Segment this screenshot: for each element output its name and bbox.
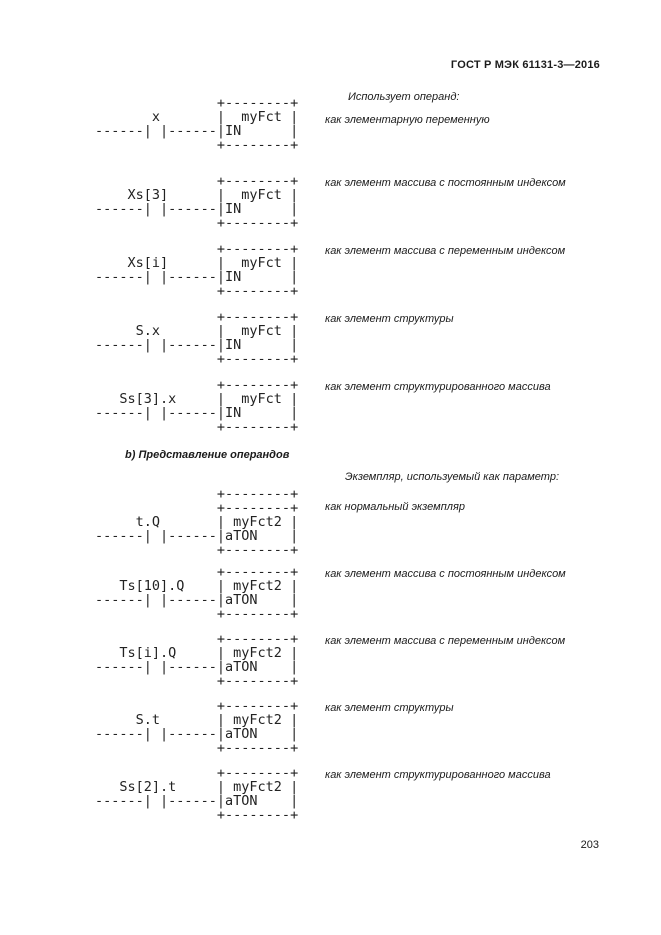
- diagram-instance-ts-var: +--------+ Ts[i].Q | myFct2 | ------| |-…: [95, 631, 299, 689]
- diagram-instance-tq: +--------+ +--------+ t.Q | myFct2 | ---…: [95, 486, 299, 558]
- diagram-caption: как элемент массива с постоянным индексо…: [325, 177, 566, 189]
- diagram-caption: как элемент массива с постоянным индексо…: [325, 568, 566, 580]
- diagram-operand-struct-array: +--------+ Ss[3].x | myFct | ------| |--…: [95, 377, 299, 435]
- diagram-operand-struct: +--------+ S.x | myFct | ------| |------…: [95, 309, 299, 367]
- diagram-caption: как элемент структуры: [325, 313, 454, 325]
- section-a-intro: Использует операнд:: [348, 91, 460, 103]
- diagram-instance-struct-array: +--------+ Ss[2].t | myFct2 | ------| |-…: [95, 765, 299, 823]
- diagram-operand-xs-const: +--------+ Xs[3] | myFct | ------| |----…: [95, 173, 299, 231]
- diagram-caption: как элемент массива с переменным индексо…: [325, 635, 566, 647]
- diagram-caption: как элемент структурированного массива: [325, 769, 551, 781]
- section-b-intro: Экземпляр, используемый как параметр:: [345, 471, 560, 483]
- diagram-caption: как элемент структурированного массива: [325, 381, 551, 393]
- diagram-caption: как элемент структуры: [325, 702, 454, 714]
- page-number: 203: [580, 839, 599, 851]
- diagram-instance-struct: +--------+ S.t | myFct2 | ------| |-----…: [95, 698, 299, 756]
- diagram-operand-xs-var: +--------+ Xs[i] | myFct | ------| |----…: [95, 241, 299, 299]
- diagram-caption: как элементарную переменную: [325, 114, 490, 126]
- diagram-caption: как нормальный экземпляр: [325, 501, 465, 513]
- diagram-operand-x: +--------+ x | myFct | ------| |------|I…: [95, 95, 299, 153]
- document-header: ГОСТ Р МЭК 61131-3—2016: [450, 59, 600, 71]
- diagram-caption: как элемент массива с переменным индексо…: [325, 245, 566, 257]
- diagram-instance-ts-const: +--------+ Ts[10].Q | myFct2 | ------| |…: [95, 564, 299, 622]
- section-b-title: b) Представление операндов: [125, 449, 290, 461]
